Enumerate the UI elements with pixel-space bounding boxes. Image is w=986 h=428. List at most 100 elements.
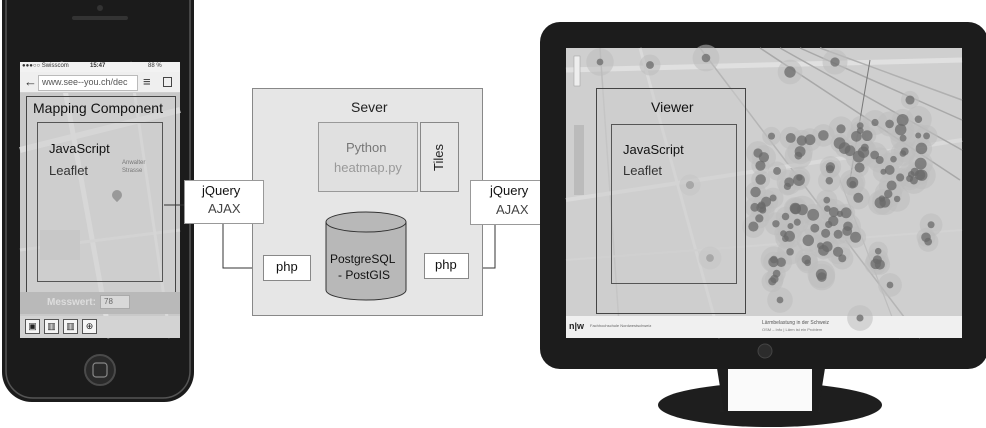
heat-dot bbox=[821, 228, 831, 238]
php-left-box bbox=[263, 255, 311, 281]
heat-dot bbox=[875, 155, 884, 165]
heat-dot bbox=[759, 206, 767, 214]
heat-dot bbox=[793, 218, 801, 226]
heat-dot bbox=[786, 248, 794, 256]
php-left-label: php bbox=[276, 259, 298, 274]
heat-dot bbox=[768, 256, 779, 268]
heat-dot bbox=[823, 196, 831, 204]
heat-dot bbox=[832, 246, 844, 257]
heat-dot bbox=[828, 215, 839, 227]
heat-dot bbox=[914, 157, 927, 170]
heat-dot bbox=[884, 165, 895, 175]
jquery-right-line2: AJAX bbox=[496, 202, 529, 217]
heat-dot bbox=[772, 220, 780, 228]
jquery-right-line1: jQuery bbox=[490, 183, 529, 198]
heat-dot bbox=[784, 177, 795, 188]
heat-dot bbox=[755, 214, 764, 223]
measure-field[interactable] bbox=[100, 295, 130, 309]
delete-all-button[interactable]: ▥ bbox=[63, 319, 78, 334]
url-field[interactable] bbox=[38, 75, 138, 91]
heat-dot bbox=[824, 205, 831, 212]
monitor-footer-right-2: OSM – Info | Lärm ist ein Problem bbox=[762, 327, 823, 332]
heat-dot bbox=[818, 130, 829, 141]
tabs-icon[interactable] bbox=[163, 77, 172, 87]
heat-dot bbox=[884, 189, 893, 199]
heat-dot bbox=[750, 186, 761, 198]
heat-dot bbox=[796, 204, 808, 216]
heat-dot bbox=[818, 244, 829, 256]
heat-dot bbox=[701, 53, 711, 63]
jquery-left-line2: AJAX bbox=[208, 201, 241, 216]
back-arrow-icon[interactable]: ← bbox=[24, 74, 37, 89]
heat-dot bbox=[899, 150, 907, 157]
heat-dot bbox=[856, 314, 864, 322]
heat-dot bbox=[838, 142, 851, 154]
mapping-component-title: Mapping Component bbox=[33, 100, 163, 116]
heat-dot bbox=[885, 119, 894, 129]
phone-leaflet-label: Leaflet bbox=[49, 163, 89, 178]
heat-dot bbox=[596, 58, 604, 66]
heat-dot bbox=[755, 160, 766, 171]
mapping-component bbox=[26, 96, 176, 296]
server-title: Sever bbox=[351, 99, 388, 115]
heat-dot bbox=[846, 176, 859, 189]
heat-dot bbox=[773, 167, 782, 175]
heat-dot bbox=[896, 173, 905, 182]
jquery-left-line1: jQuery bbox=[202, 183, 241, 198]
url-text: www.see--you.ch/dec bbox=[42, 77, 128, 87]
measure-label: Messwert: bbox=[47, 297, 96, 308]
heat-dot bbox=[874, 247, 882, 255]
heat-dot bbox=[794, 146, 806, 157]
tiles-box bbox=[420, 122, 459, 192]
heat-dot bbox=[915, 142, 928, 155]
heat-dot bbox=[899, 134, 907, 142]
heat-dot bbox=[825, 165, 835, 174]
heat-dot bbox=[896, 114, 909, 126]
heat-dot bbox=[871, 118, 879, 127]
heat-dot bbox=[769, 194, 777, 202]
heat-dot bbox=[787, 223, 794, 230]
db-label-line1: PostgreSQL bbox=[330, 252, 396, 266]
battery-label: 88 % bbox=[148, 63, 162, 69]
heat-dot bbox=[856, 127, 864, 135]
heat-dot bbox=[776, 257, 786, 267]
php-right-label: php bbox=[435, 257, 457, 272]
heat-dot bbox=[828, 206, 839, 217]
heat-dot bbox=[874, 259, 885, 270]
heat-dot bbox=[804, 259, 811, 267]
heat-dot bbox=[838, 254, 847, 263]
heat-dot bbox=[646, 61, 654, 69]
heat-dot bbox=[796, 135, 807, 146]
heat-dot bbox=[807, 208, 820, 221]
heatmap-script-label: heatmap.py bbox=[334, 160, 402, 175]
heat-dot bbox=[878, 195, 886, 202]
measure-value: 78 bbox=[104, 297, 113, 306]
heat-dot bbox=[850, 231, 862, 243]
phone-status-bar bbox=[20, 62, 180, 72]
viewer-js-label: JavaScript bbox=[623, 142, 684, 157]
viewer-title: Viewer bbox=[651, 99, 694, 115]
python-label: Python bbox=[346, 140, 387, 155]
delete-button[interactable]: ▥ bbox=[44, 319, 59, 334]
menu-icon[interactable]: ≡ bbox=[143, 74, 151, 89]
time-label: 15:47 bbox=[90, 63, 106, 69]
save-button[interactable]: ▣ bbox=[25, 319, 40, 334]
php-right-box bbox=[424, 253, 469, 279]
viewer-leaflet-label: Leaflet bbox=[623, 163, 663, 178]
jquery-left-box bbox=[184, 180, 264, 224]
heat-dot bbox=[853, 192, 864, 203]
heat-dot bbox=[854, 162, 865, 173]
heat-dot bbox=[825, 176, 834, 185]
phone-map-inner-box bbox=[37, 122, 163, 282]
heat-dot bbox=[753, 148, 763, 158]
viewer-map-inner-box bbox=[611, 124, 737, 284]
heat-dot bbox=[780, 230, 787, 237]
heat-dot bbox=[830, 57, 840, 67]
heat-dot bbox=[836, 124, 846, 134]
heat-dot bbox=[804, 134, 816, 146]
phone-js-label: JavaScript bbox=[49, 141, 110, 156]
upload-button[interactable]: ⊕ bbox=[82, 319, 97, 334]
heat-dot bbox=[815, 268, 827, 280]
heat-dot bbox=[921, 232, 931, 243]
heat-dot bbox=[802, 234, 815, 247]
